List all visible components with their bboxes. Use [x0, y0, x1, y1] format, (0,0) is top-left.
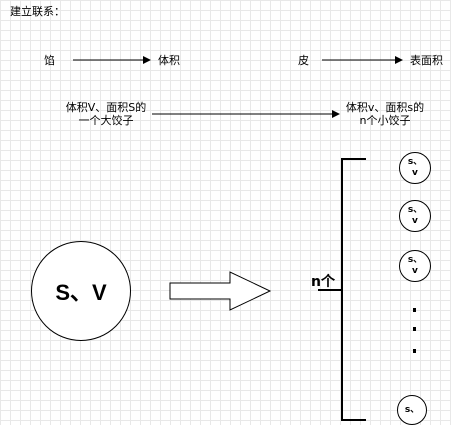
grouping-bracket: [341, 158, 366, 421]
ellipsis-dot: [413, 308, 416, 312]
label-filling: 馅: [44, 54, 55, 67]
big-dumpling-line2: 一个大饺子: [78, 114, 134, 127]
small-dumpling-label-v: v: [412, 216, 418, 226]
small-dumpling-label-s: s、: [404, 404, 420, 415]
small-dumpling-circle: s、: [397, 395, 427, 425]
big-dumpling-label: S、V: [55, 280, 107, 305]
label-volume: 体积: [158, 54, 180, 67]
small-dumpling-circle: s、 v: [399, 152, 431, 184]
big-dumpling-circle: S、V: [31, 241, 131, 341]
block-arrow: [169, 271, 272, 311]
label-surface-area: 表面积: [410, 54, 443, 67]
small-dumpling-label-s: s、: [407, 157, 423, 167]
small-dumpling-label-v: v: [412, 168, 418, 178]
small-dumplings-line2: n个小饺子: [359, 114, 411, 127]
small-dumplings-description: 体积v、面积s的 n个小饺子: [330, 101, 440, 127]
big-dumpling-line1: 体积V、面积S的: [65, 101, 147, 114]
count-label: n个: [311, 274, 335, 290]
ellipsis-dot: [413, 327, 416, 331]
label-skin: 皮: [298, 54, 309, 67]
header-title: 建立联系：: [10, 5, 65, 18]
small-dumpling-label-s: s、: [407, 255, 423, 265]
small-dumpling-circle: s、 v: [399, 200, 431, 232]
ellipsis-dot: [413, 349, 416, 353]
small-dumpling-circle: s、 v: [399, 250, 431, 282]
small-dumpling-label-v: v: [412, 266, 418, 276]
small-dumpling-label-s: s、: [407, 205, 423, 215]
small-dumplings-line1: 体积v、面积s的: [345, 101, 425, 114]
big-dumpling-description: 体积V、面积S的 一个大饺子: [48, 101, 164, 127]
